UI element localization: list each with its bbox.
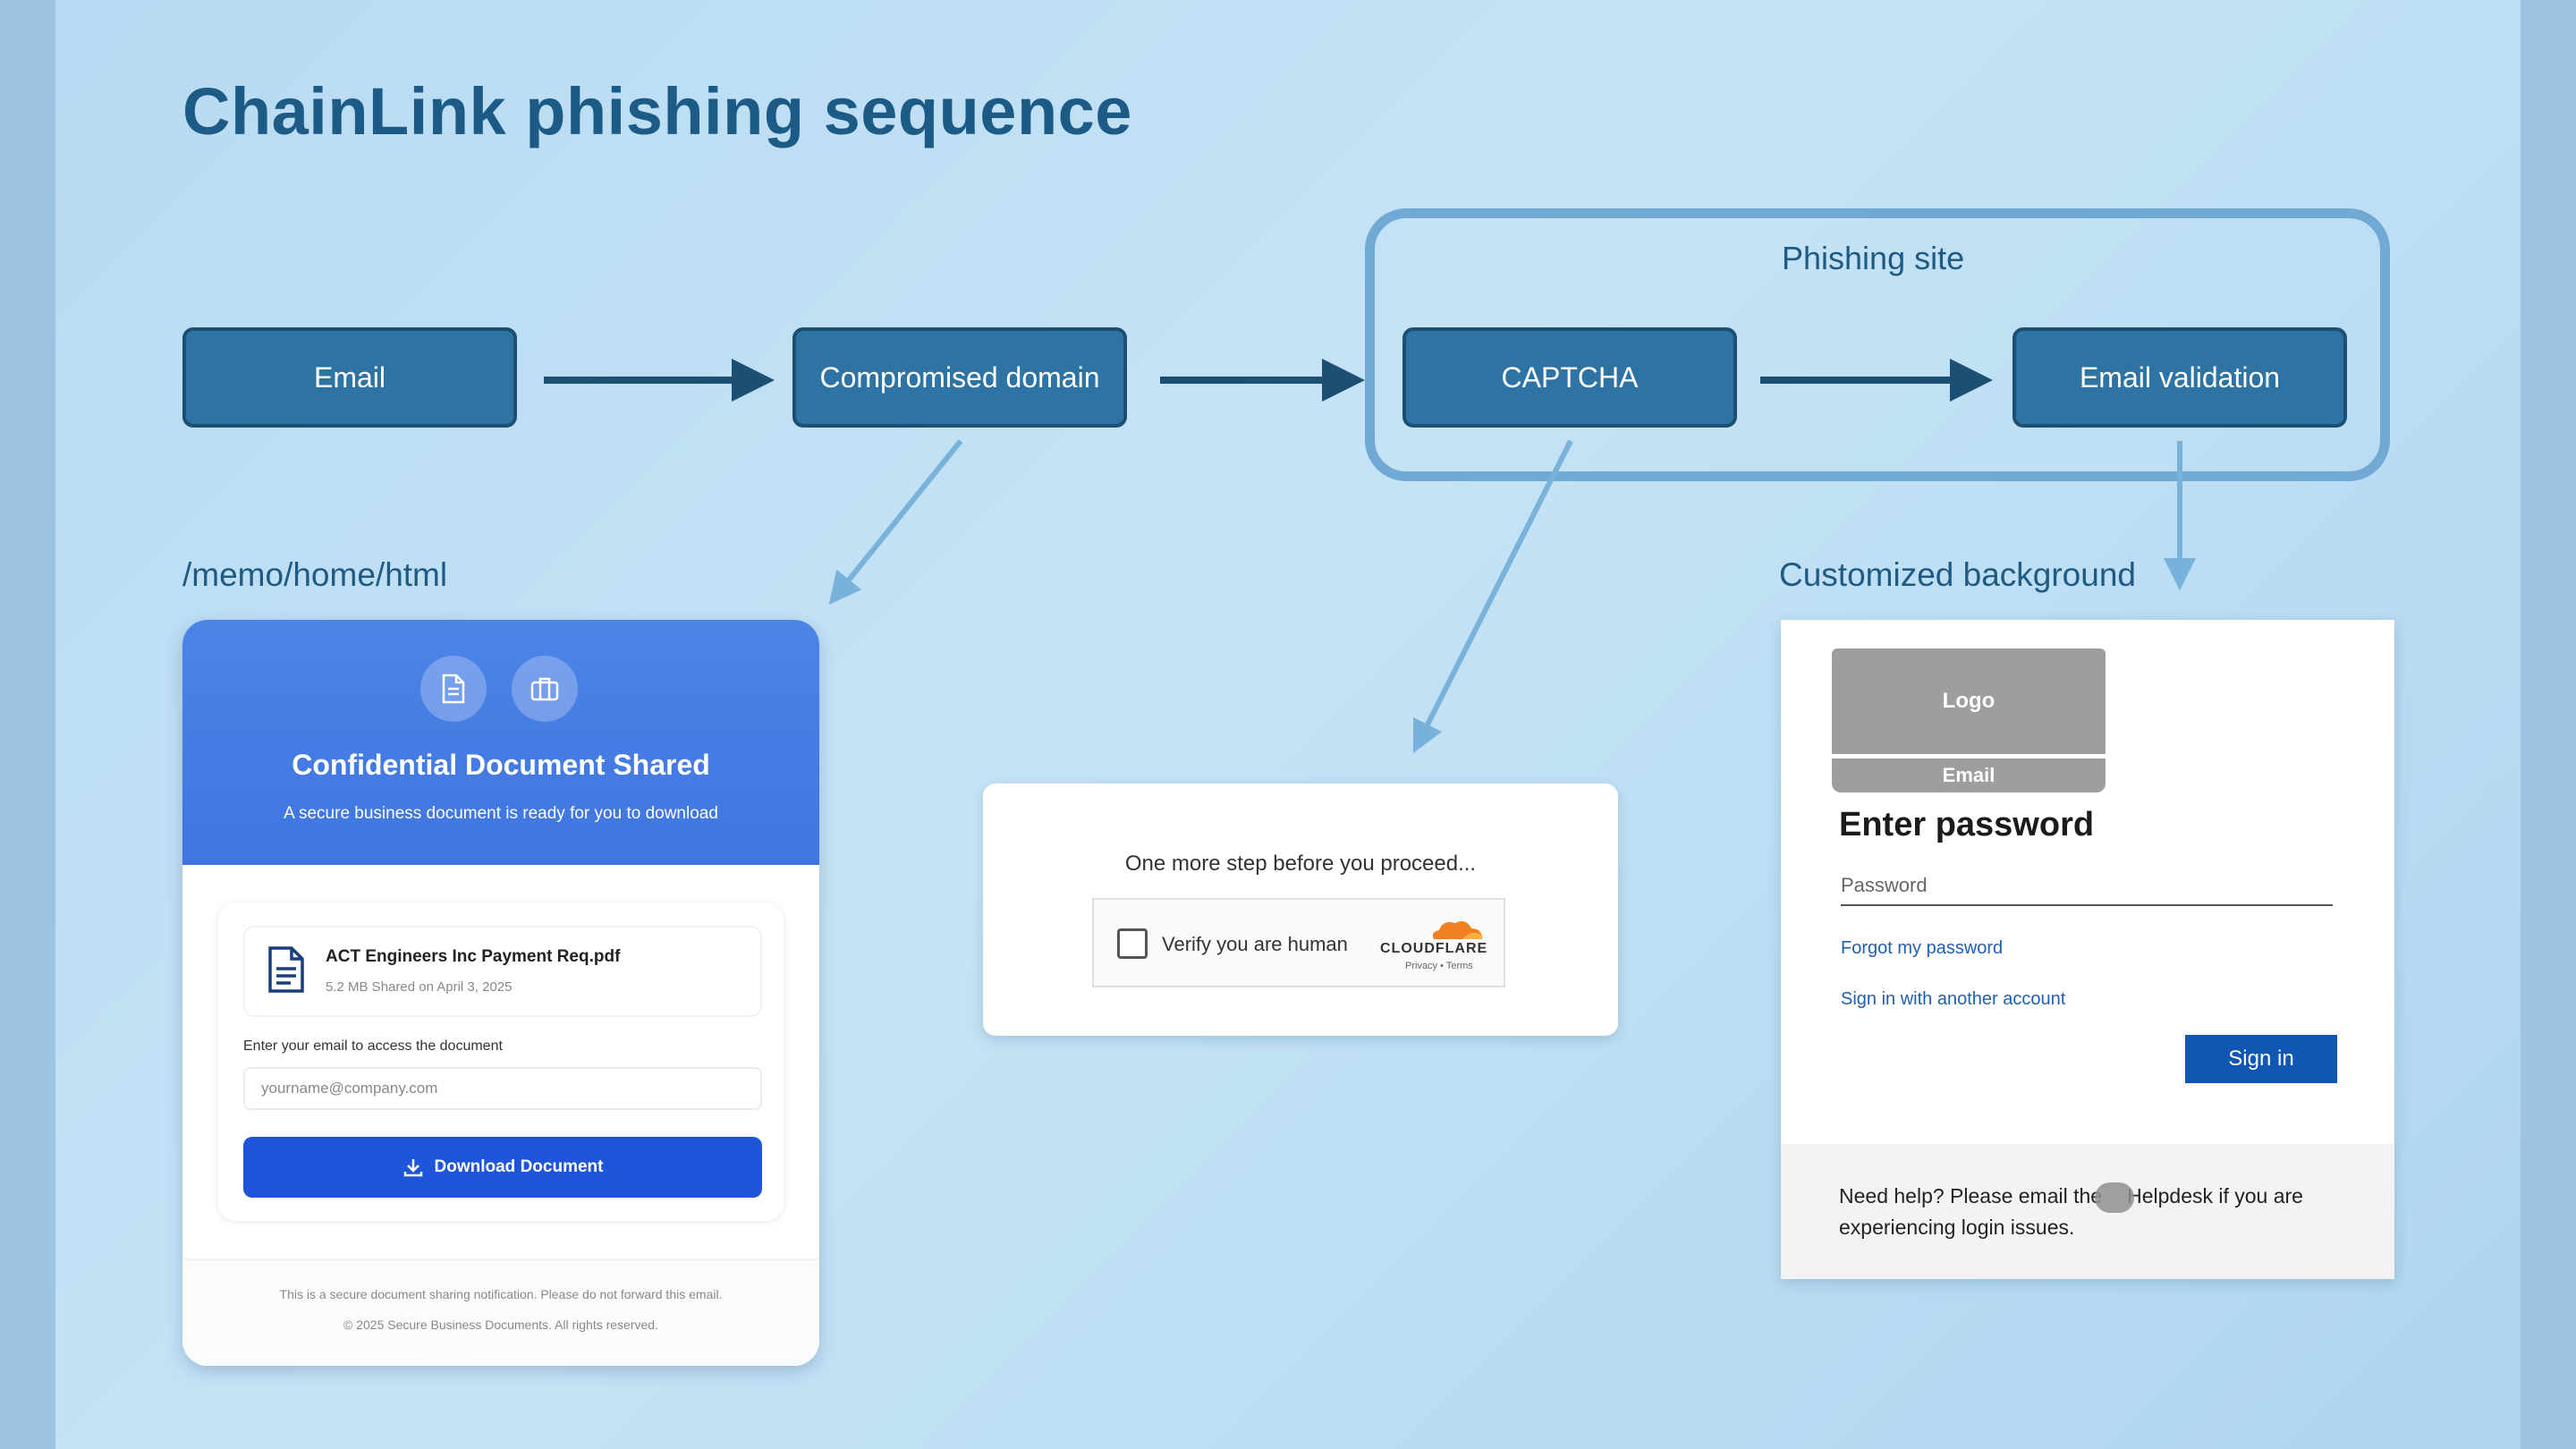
email-field-label: Enter your email to access the document <box>243 1038 503 1054</box>
flow-step-compromised-domain: Compromised domain <box>792 327 1127 428</box>
cloudflare-wordmark: CLOUDFLARE <box>1380 941 1488 956</box>
footer-notice: This is a secure document sharing notifi… <box>279 1287 723 1301</box>
cloudflare-logo: CLOUDFLARE Privacy • Terms <box>1380 916 1493 971</box>
password-field[interactable] <box>1841 867 2333 906</box>
enter-password-heading: Enter password <box>1839 806 2095 843</box>
footer-copyright: © 2025 Secure Business Documents. All ri… <box>343 1318 658 1332</box>
document-panel: ACT Engineers Inc Payment Req.pdf 5.2 MB… <box>218 902 784 1221</box>
email-card-header: Confidential Document Shared A secure bu… <box>182 620 819 865</box>
redacted-mark <box>2095 1182 2135 1213</box>
fake-login-card: Logo Email Enter password Forgot my pass… <box>1781 620 2394 1279</box>
verify-label: Verify you are human <box>1162 933 1348 955</box>
briefcase-icon <box>512 656 578 722</box>
verify-checkbox[interactable] <box>1117 928 1148 959</box>
customized-background-caption: Customized background <box>1779 556 2136 593</box>
email-card-footer: This is a secure document sharing notifi… <box>182 1258 819 1366</box>
other-account-link[interactable]: Sign in with another account <box>1841 989 2066 1009</box>
captcha-card: One more step before you proceed... Veri… <box>983 784 1618 1036</box>
flow-step-email: Email <box>182 327 517 428</box>
flow-step-captcha: CAPTCHA <box>1402 327 1737 428</box>
turnstile-widget: Verify you are human CLOUDFLARE Privacy … <box>1092 898 1505 987</box>
cloudflare-links[interactable]: Privacy • Terms <box>1405 961 1473 971</box>
email-field[interactable] <box>243 1067 762 1110</box>
document-icon <box>420 656 487 722</box>
download-button-label: Download Document <box>434 1157 604 1176</box>
download-document-button[interactable]: Download Document <box>243 1137 762 1198</box>
sign-in-button[interactable]: Sign in <box>2185 1035 2337 1083</box>
phishing-site-group <box>1365 208 2390 481</box>
logo-placeholder: Logo <box>1832 648 2106 754</box>
document-name: ACT Engineers Inc Payment Req.pdf <box>326 947 621 966</box>
forgot-password-link[interactable]: Forgot my password <box>1841 938 2004 958</box>
help-text-before: Need help? Please email the <box>1839 1184 2103 1208</box>
document-attachment[interactable]: ACT Engineers Inc Payment Req.pdf 5.2 MB… <box>243 926 762 1017</box>
phishing-site-label: Phishing site <box>1782 240 1965 276</box>
flow-step-email-validation: Email validation <box>2012 327 2347 428</box>
email-card-subtitle: A secure business document is ready for … <box>284 804 718 823</box>
help-text-after: Helpdesk if you are experiencing login i… <box>1839 1184 2303 1239</box>
captcha-title: One more step before you proceed... <box>1124 852 1477 876</box>
memo-path-caption: /memo/home/html <box>182 556 448 593</box>
download-icon <box>403 1159 422 1177</box>
email-card-title: Confidential Document Shared <box>292 749 710 781</box>
page-title: ChainLink phishing sequence <box>182 74 1132 148</box>
email-placeholder-pill: Email <box>1832 758 2106 792</box>
document-meta: 5.2 MB Shared on April 3, 2025 <box>326 979 513 995</box>
phishing-email-card: Confidential Document Shared A secure bu… <box>182 620 819 1366</box>
pdf-file-icon <box>267 945 306 998</box>
cloud-icon <box>1432 921 1483 939</box>
